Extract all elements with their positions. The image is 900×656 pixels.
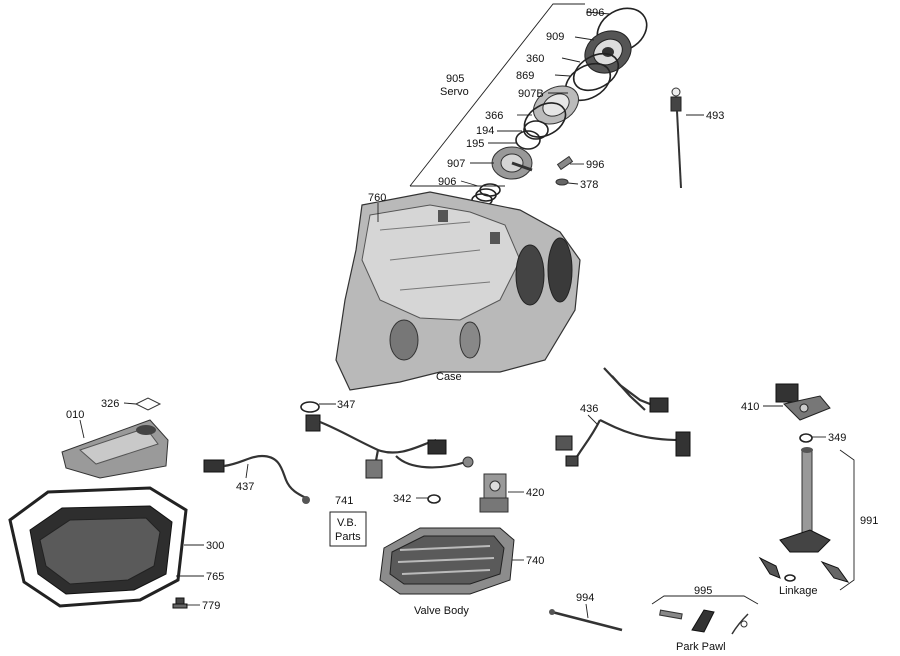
label-493: 493 xyxy=(706,110,724,122)
label-907b: 907B xyxy=(518,88,544,100)
label-194: 194 xyxy=(476,125,494,137)
oring-349: 349 xyxy=(799,432,846,444)
linkage-991: 991 Linkage xyxy=(758,447,878,597)
wiring-harness-347: 347 xyxy=(300,399,474,479)
label-436: 436 xyxy=(580,403,598,415)
oil-pan-300: 300 xyxy=(8,486,224,608)
label-378: 378 xyxy=(580,179,598,191)
label-991: 991 xyxy=(860,515,878,527)
label-010: 010 xyxy=(66,409,84,421)
label-740: 740 xyxy=(526,555,544,567)
label-360: 360 xyxy=(526,53,544,65)
solenoid-420: 420 xyxy=(479,473,544,513)
ring-194 xyxy=(523,120,549,140)
servo-assembly: 896 909 360 869 907B 366 194 195 907 906… xyxy=(409,3,648,207)
servo-bracket-line xyxy=(409,3,585,187)
park-rod-994: 994 xyxy=(549,592,623,632)
label-907: 907 xyxy=(447,158,465,170)
gasket-326: 326 xyxy=(101,397,162,411)
label-437: 437 xyxy=(236,481,254,493)
label-779: 779 xyxy=(202,600,220,612)
label-420: 420 xyxy=(526,487,544,499)
dipstick-493: 493 xyxy=(670,87,724,189)
park-pawl-995: 995 Park Pawl xyxy=(651,585,759,653)
label-994: 994 xyxy=(576,592,594,604)
pin-996 xyxy=(556,155,574,171)
label-996: 996 xyxy=(586,159,604,171)
oring-342: 342 xyxy=(393,493,441,505)
caption-linkage: Linkage xyxy=(779,585,818,597)
label-760: 760 xyxy=(368,192,386,204)
drain-plug-779: 779 xyxy=(172,597,220,612)
caption-park-pawl: Park Pawl xyxy=(676,641,726,653)
pan-gasket-765: 765 xyxy=(176,571,224,583)
label-995: 995 xyxy=(694,585,712,597)
label-195: 195 xyxy=(466,138,484,150)
label-326: 326 xyxy=(101,398,119,410)
oil-filter-010: 010 xyxy=(61,409,169,479)
ring-195 xyxy=(515,130,541,150)
servo-piston-907 xyxy=(491,146,533,180)
caption-vb-line1: V.B. xyxy=(337,517,357,529)
valve-body-740: 740 Valve Body xyxy=(379,527,544,617)
label-366: 366 xyxy=(485,110,503,122)
range-sensor-410: 410 xyxy=(741,383,831,421)
label-349: 349 xyxy=(828,432,846,444)
seal-360 xyxy=(572,52,620,92)
caption-valve-body: Valve Body xyxy=(414,605,469,617)
caption-case: Case xyxy=(436,371,462,383)
vb-parts-box xyxy=(329,511,367,547)
label-896: 896 xyxy=(586,7,604,19)
caption-servo: Servo xyxy=(440,86,469,98)
label-410: 410 xyxy=(741,401,759,413)
label-906: 906 xyxy=(438,176,456,188)
servo-cover-909 xyxy=(584,30,632,74)
vb-parts-741: 741 V.B. Parts xyxy=(329,495,367,547)
label-765: 765 xyxy=(206,571,224,583)
caption-vb-line2: Parts xyxy=(335,531,361,543)
label-741: 741 xyxy=(335,495,353,507)
transmission-case-760: 760 Case xyxy=(335,191,581,391)
label-300: 300 xyxy=(206,540,224,552)
label-347: 347 xyxy=(337,399,355,411)
label-909: 909 xyxy=(546,31,564,43)
label-869: 869 xyxy=(516,70,534,82)
plug-378 xyxy=(555,178,569,186)
wiring-harness-436: 436 xyxy=(555,367,691,467)
label-342: 342 xyxy=(393,493,411,505)
wiring-harness-437: 437 xyxy=(203,454,310,504)
label-905: 905 xyxy=(446,73,464,85)
